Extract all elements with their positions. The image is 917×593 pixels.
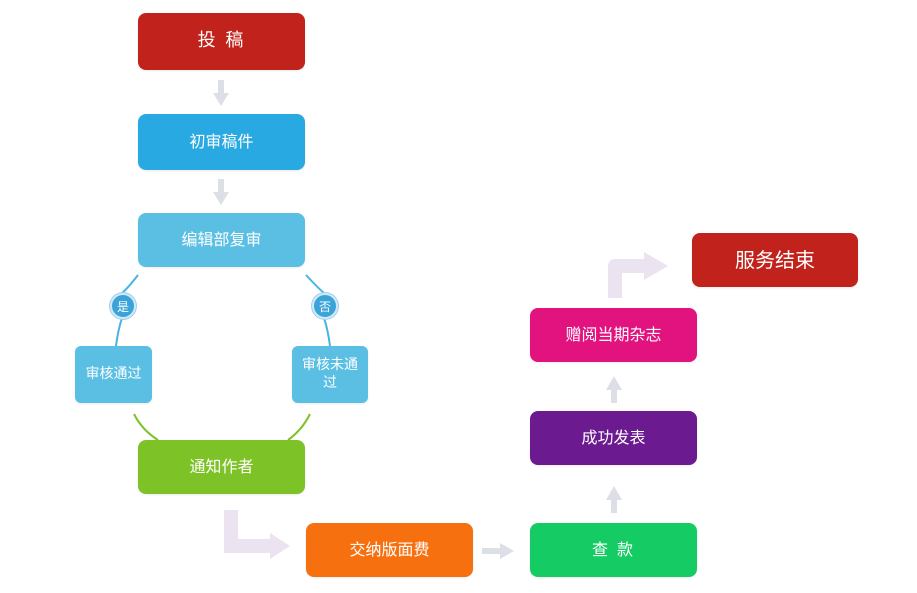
branch-line-approved-to-notify — [133, 413, 159, 441]
arrow-gift-to-end — [608, 252, 668, 298]
branch-line-yes-top — [121, 274, 139, 294]
node-initial-review-label: 初审稿件 — [189, 132, 254, 151]
node-service-end: 服务结束 — [692, 233, 858, 287]
node-pay-fee: 交纳版面费 — [306, 523, 473, 577]
node-approved: 审核通过 — [75, 346, 152, 403]
arrow-notify-to-pay — [224, 510, 290, 559]
arrow-publish-to-gift — [606, 376, 622, 403]
node-rejected-label: 审核未通过 — [302, 357, 358, 391]
node-approved-label: 审核通过 — [85, 365, 142, 382]
node-publish-success-label: 成功发表 — [581, 428, 646, 447]
decision-no-badge: 否 — [312, 293, 338, 319]
node-gift-magazine-label: 赠阅当期杂志 — [565, 325, 662, 344]
branch-line-rejected-to-notify — [287, 413, 311, 441]
arrow-submit-to-initial — [213, 80, 229, 106]
node-notify-author: 通知作者 — [138, 440, 305, 494]
node-service-end-label: 服务结束 — [735, 247, 815, 272]
node-notify-author-label: 通知作者 — [189, 457, 254, 476]
node-rejected: 审核未通过 — [292, 346, 368, 403]
decision-no-label: 否 — [318, 299, 331, 314]
node-editor-review-label: 编辑部复审 — [181, 230, 262, 249]
arrow-check-to-publish — [606, 486, 622, 513]
node-initial-review: 初审稿件 — [138, 114, 305, 170]
branch-line-no-bottom — [323, 317, 331, 347]
decision-yes-label: 是 — [116, 299, 129, 314]
node-check-payment-label: 查 款 — [591, 540, 636, 559]
node-pay-fee-label: 交纳版面费 — [349, 540, 430, 559]
arrow-initial-to-editor — [213, 179, 229, 205]
branch-line-no-top — [305, 274, 325, 294]
node-submit-label: 投 稿 — [197, 30, 246, 52]
node-editor-review: 编辑部复审 — [138, 213, 305, 267]
node-submit: 投 稿 — [138, 13, 305, 70]
node-gift-magazine: 赠阅当期杂志 — [530, 308, 697, 362]
arrow-pay-to-check — [482, 543, 514, 559]
node-publish-success: 成功发表 — [530, 411, 697, 465]
node-check-payment: 查 款 — [530, 523, 697, 577]
decision-yes-badge: 是 — [110, 293, 136, 319]
branch-line-yes-bottom — [115, 317, 123, 347]
